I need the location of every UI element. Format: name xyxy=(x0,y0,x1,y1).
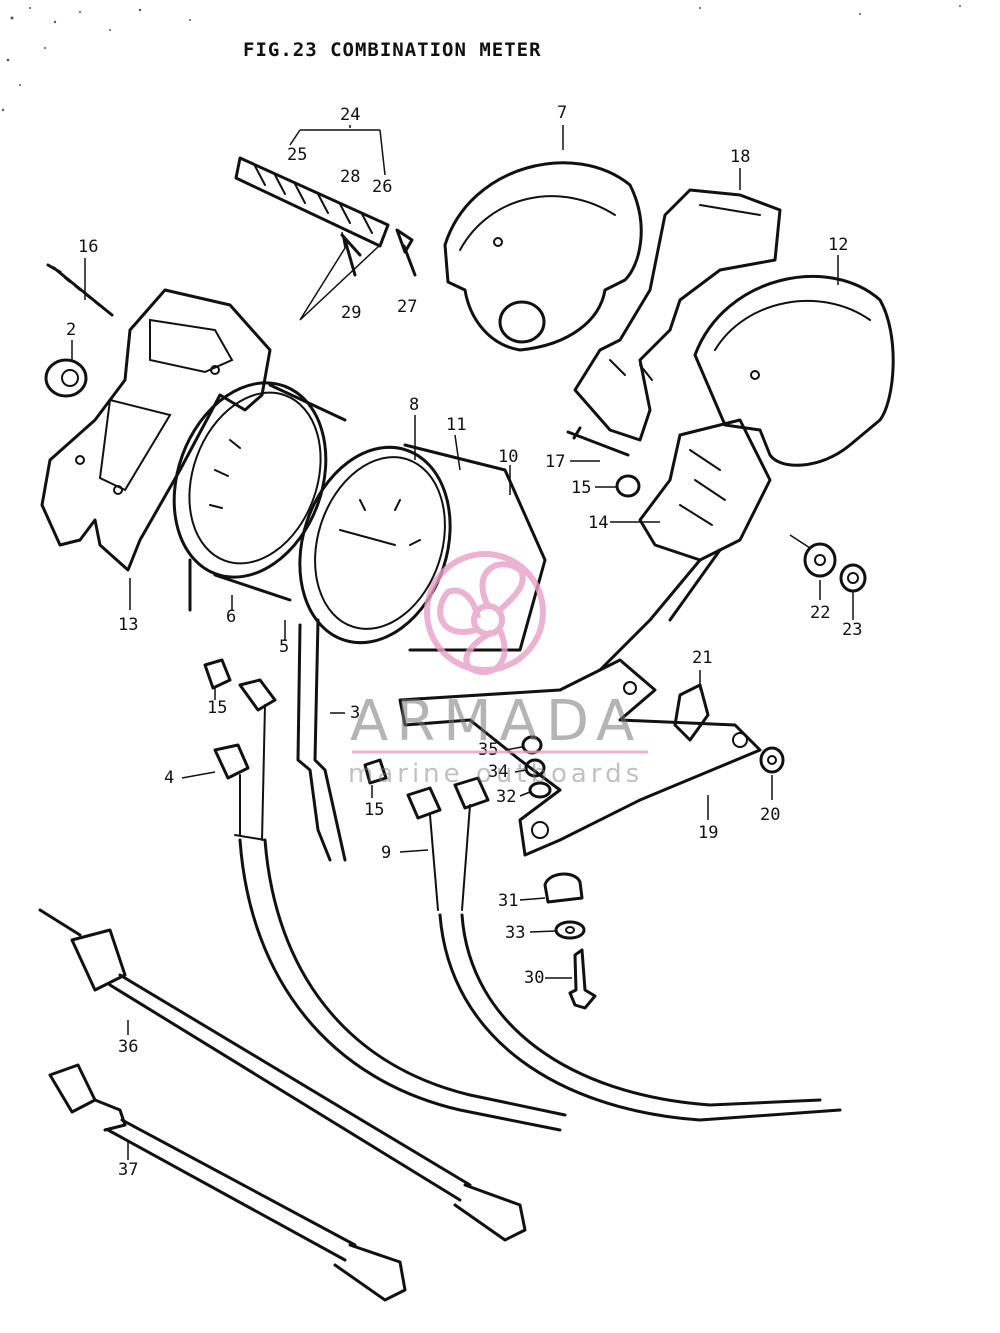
socket-15-left xyxy=(203,658,232,690)
callout-7: 7 xyxy=(557,103,567,123)
callout-37: 37 xyxy=(118,1160,138,1180)
meter-case-7 xyxy=(443,161,643,352)
callout-35: 35 xyxy=(478,740,498,760)
watermark: ARMADA marine outboards xyxy=(348,551,648,789)
bolt-30 xyxy=(568,948,597,1010)
clamp-21 xyxy=(673,683,710,742)
callout-5: 5 xyxy=(279,637,289,657)
scan-noise xyxy=(1,5,961,112)
lower-housing-13 xyxy=(40,288,272,572)
washer-32 xyxy=(528,781,552,799)
cable-36 xyxy=(38,908,527,1242)
callout-19: 19 xyxy=(698,823,718,843)
callout-3: 3 xyxy=(350,703,360,723)
figure-title: FIG.23 COMBINATION METER xyxy=(243,39,542,61)
bracket-19 xyxy=(398,658,762,857)
callout-6: 6 xyxy=(226,607,236,627)
nut-23 xyxy=(839,563,867,593)
callout-36: 36 xyxy=(118,1037,138,1057)
callout-15-left: 15 xyxy=(207,698,227,718)
callout-8: 8 xyxy=(409,395,419,415)
callout-9: 9 xyxy=(381,843,391,863)
callout-26: 26 xyxy=(372,177,392,197)
meter-case-12 xyxy=(693,274,895,467)
watermark-brand: ARMADA xyxy=(350,689,642,754)
propeller-icon xyxy=(424,551,546,676)
screw-27 xyxy=(395,228,417,277)
tachometer-6 xyxy=(172,381,347,612)
callout-32: 32 xyxy=(496,787,516,807)
wire-harness-4 xyxy=(213,678,567,1132)
callout-34: 34 xyxy=(488,762,508,782)
callout-10: 10 xyxy=(498,447,518,467)
leader-lines xyxy=(71,125,854,1160)
grommet-2 xyxy=(44,358,88,398)
washer-34 xyxy=(524,758,546,778)
callout-15-upper: 15 xyxy=(571,478,591,498)
callout-18: 18 xyxy=(730,147,750,167)
wire-harness-9 xyxy=(406,776,842,1122)
speedometer-8 xyxy=(298,443,547,652)
grommet-15-upper xyxy=(615,474,641,498)
washer-22 xyxy=(803,542,837,578)
bracket-18 xyxy=(573,188,782,442)
callout-30: 30 xyxy=(524,968,544,988)
callout-24: 24 xyxy=(340,105,360,125)
callout-2: 2 xyxy=(66,320,76,340)
socket-assembly-14 xyxy=(598,418,772,672)
socket-15-mid xyxy=(363,758,388,785)
screw-17 xyxy=(566,426,630,457)
callout-25: 25 xyxy=(287,145,307,165)
callout-31: 31 xyxy=(498,891,518,911)
callout-33: 33 xyxy=(505,923,525,943)
callout-17: 17 xyxy=(545,452,565,472)
cap-nut-31 xyxy=(543,872,584,904)
callout-28: 28 xyxy=(340,167,360,187)
watermark-tagline: marine outboards xyxy=(348,759,643,789)
callout-21: 21 xyxy=(692,648,712,668)
screw-29 xyxy=(340,233,362,277)
screw-16 xyxy=(46,263,114,317)
callout-13: 13 xyxy=(118,615,138,635)
callout-23: 23 xyxy=(842,620,862,640)
callout-12: 12 xyxy=(828,235,848,255)
washer-33 xyxy=(554,920,586,940)
callout-20: 20 xyxy=(760,805,780,825)
cable-37 xyxy=(48,1063,407,1302)
callout-11: 11 xyxy=(446,415,466,435)
callout-22: 22 xyxy=(810,603,830,623)
cable-3 xyxy=(296,618,347,862)
callout-27: 27 xyxy=(397,297,417,317)
callout-15-mid: 15 xyxy=(364,800,384,820)
callout-16: 16 xyxy=(78,237,98,257)
nut-20 xyxy=(759,746,785,774)
callout-4: 4 xyxy=(164,768,174,788)
callout-29: 29 xyxy=(341,303,361,323)
callout-14: 14 xyxy=(588,513,608,533)
indicator-lens-strip xyxy=(234,156,390,248)
